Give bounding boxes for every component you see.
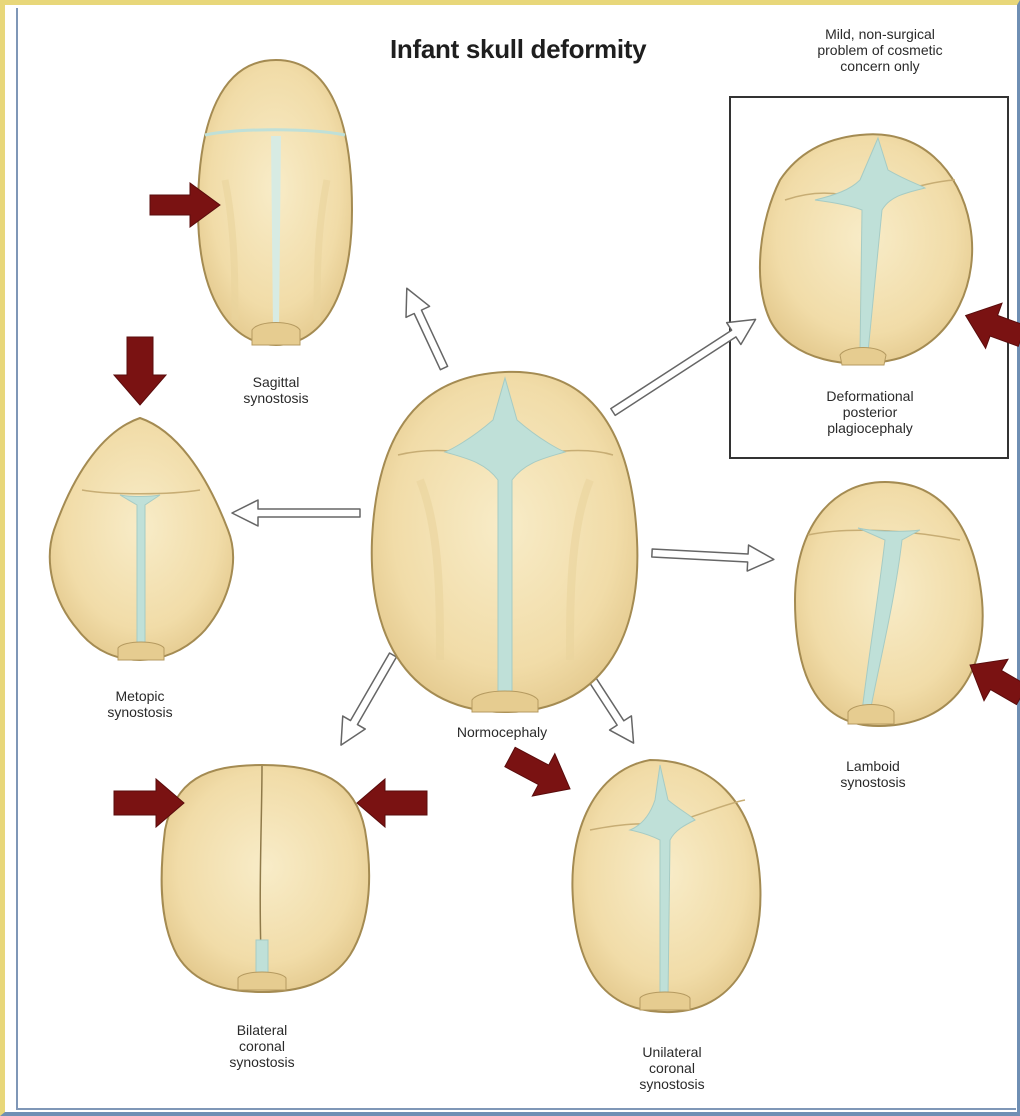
label-line: Deformational bbox=[800, 388, 940, 404]
pointer-arrow-bilateral-right bbox=[357, 779, 427, 827]
label-line: Unilateral bbox=[622, 1044, 722, 1060]
diagram-title: Infant skull deformity bbox=[390, 34, 646, 65]
label-line: posterior bbox=[800, 404, 940, 420]
unilateral-coronal-skull bbox=[572, 760, 760, 1012]
label-line: synostosis bbox=[818, 774, 928, 790]
label-line: plagiocephaly bbox=[800, 420, 940, 436]
metopic-skull bbox=[50, 418, 233, 660]
pointer-arrow-deformational bbox=[957, 293, 1020, 359]
label-unilateral-coronal-synostosis: Unilateral coronal synostosis bbox=[622, 1044, 722, 1092]
arrow-to-sagittal bbox=[395, 283, 456, 374]
arrow-to-bilateral bbox=[330, 649, 405, 752]
label-normocephaly: Normocephaly bbox=[432, 724, 572, 740]
label-bilateral-coronal-synostosis: Bilateral coronal synostosis bbox=[212, 1022, 312, 1070]
arrow-to-lamboid bbox=[651, 540, 774, 572]
note-line: problem of cosmetic bbox=[780, 42, 980, 58]
label-sagittal-synostosis: Sagittal synostosis bbox=[226, 374, 326, 406]
label-line: synostosis bbox=[226, 390, 326, 406]
deformational-skull bbox=[760, 134, 972, 365]
pointer-arrow-metopic bbox=[114, 337, 166, 405]
cosmetic-note: Mild, non-surgical problem of cosmetic c… bbox=[780, 26, 980, 74]
normocephaly-skull bbox=[372, 372, 638, 712]
label-line: Bilateral bbox=[212, 1022, 312, 1038]
label-line: synostosis bbox=[622, 1076, 722, 1092]
label-line: coronal bbox=[622, 1060, 722, 1076]
arrow-to-metopic bbox=[232, 500, 360, 526]
label-line: Lamboid bbox=[818, 758, 928, 774]
arrow-to-deformational bbox=[606, 309, 763, 423]
lamboid-skull bbox=[795, 482, 983, 726]
bilateral-coronal-skull bbox=[162, 765, 370, 992]
note-line: Mild, non-surgical bbox=[780, 26, 980, 42]
label-lamboid-synostosis: Lamboid synostosis bbox=[818, 758, 928, 790]
label-deformational-plagiocephaly: Deformational posterior plagiocephaly bbox=[800, 388, 940, 436]
label-line: Sagittal bbox=[226, 374, 326, 390]
pointer-arrow-unilateral bbox=[499, 736, 582, 810]
label-metopic-synostosis: Metopic synostosis bbox=[90, 688, 190, 720]
sagittal-skull bbox=[198, 60, 352, 345]
label-line: coronal bbox=[212, 1038, 312, 1054]
label-line: Normocephaly bbox=[432, 724, 572, 740]
label-line: Metopic bbox=[90, 688, 190, 704]
note-line: concern only bbox=[780, 58, 980, 74]
label-line: synostosis bbox=[212, 1054, 312, 1070]
label-line: synostosis bbox=[90, 704, 190, 720]
